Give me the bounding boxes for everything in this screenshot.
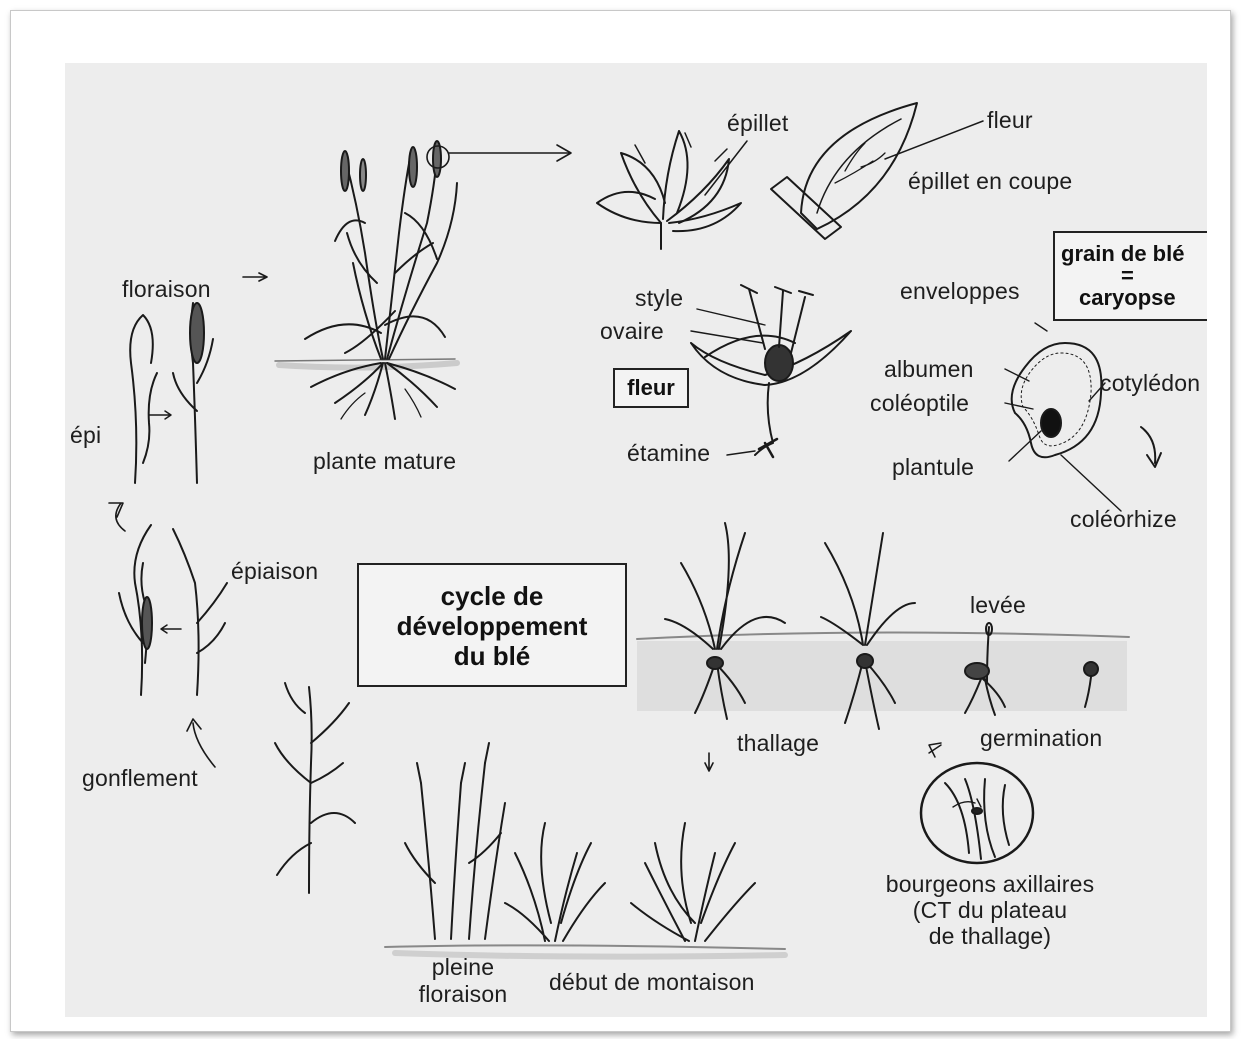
label-bourgeons-line1: bourgeons axillaires [855, 871, 1125, 897]
grain-line-2: = [1061, 265, 1207, 287]
label-ovaire: ovaire [600, 318, 664, 344]
label-albumen: albumen [884, 356, 974, 382]
label-enveloppes: enveloppes [900, 278, 1020, 304]
tillering-emergence-illustration [637, 523, 1129, 757]
heading-stems-illustration [109, 273, 267, 531]
figure-frame: épillet fleur épillet en coupe floraison… [10, 10, 1231, 1032]
label-floraison: floraison [122, 276, 211, 302]
diagram-panel: épillet fleur épillet en coupe floraison… [65, 63, 1207, 1017]
label-epillet: épillet [727, 110, 789, 136]
title-box: cycle de développement du blé [357, 563, 627, 687]
flower-illustration [691, 285, 851, 457]
label-coleoptile: coléoptile [870, 390, 969, 416]
caryopsis-illustration [1005, 323, 1161, 511]
label-gonflement: gonflement [82, 765, 198, 791]
grain-box: grain de blé = caryopse [1053, 231, 1207, 321]
label-epiaison: épiaison [231, 558, 318, 584]
spikelet-illustration [597, 131, 747, 249]
label-debut-de-montaison: début de montaison [549, 969, 755, 995]
booting-stem-illustration [275, 683, 355, 893]
label-style: style [635, 285, 683, 311]
label-bourgeons-line3: de thallage) [855, 923, 1125, 949]
grain-line-1: grain de blé [1061, 243, 1207, 265]
label-germination: germination [980, 725, 1102, 751]
title-line-1: cycle de [359, 581, 625, 611]
label-bourgeons-line2: (CT du plateau [855, 897, 1125, 923]
title-line-2: développement [359, 611, 625, 641]
label-etamine: étamine [627, 440, 710, 466]
label-thallage: thallage [737, 730, 819, 756]
label-levee: levée [970, 592, 1026, 618]
mature-plant-illustration [275, 141, 571, 419]
label-pleine-floraison: floraison [403, 981, 523, 1007]
label-fleur: fleur [987, 107, 1033, 133]
earing-stems-illustration [119, 525, 227, 767]
label-pleine: pleine [403, 954, 523, 980]
fleur-box: fleur [613, 368, 689, 408]
label-epi: épi [70, 422, 101, 448]
axillary-buds-illustration [921, 763, 1033, 863]
flowering-tufts-illustration [385, 743, 785, 957]
label-coleorhize: coléorhize [1070, 506, 1177, 532]
label-epillet-en-coupe: épillet en coupe [908, 168, 1072, 194]
fleur-box-label: fleur [615, 370, 687, 406]
label-cotyledon: cotylédon [1100, 370, 1200, 396]
label-plantule: plantule [892, 454, 974, 480]
title-line-3: du blé [359, 641, 625, 671]
grain-line-3: caryopse [1061, 287, 1207, 309]
label-plante-mature: plante mature [313, 448, 456, 474]
